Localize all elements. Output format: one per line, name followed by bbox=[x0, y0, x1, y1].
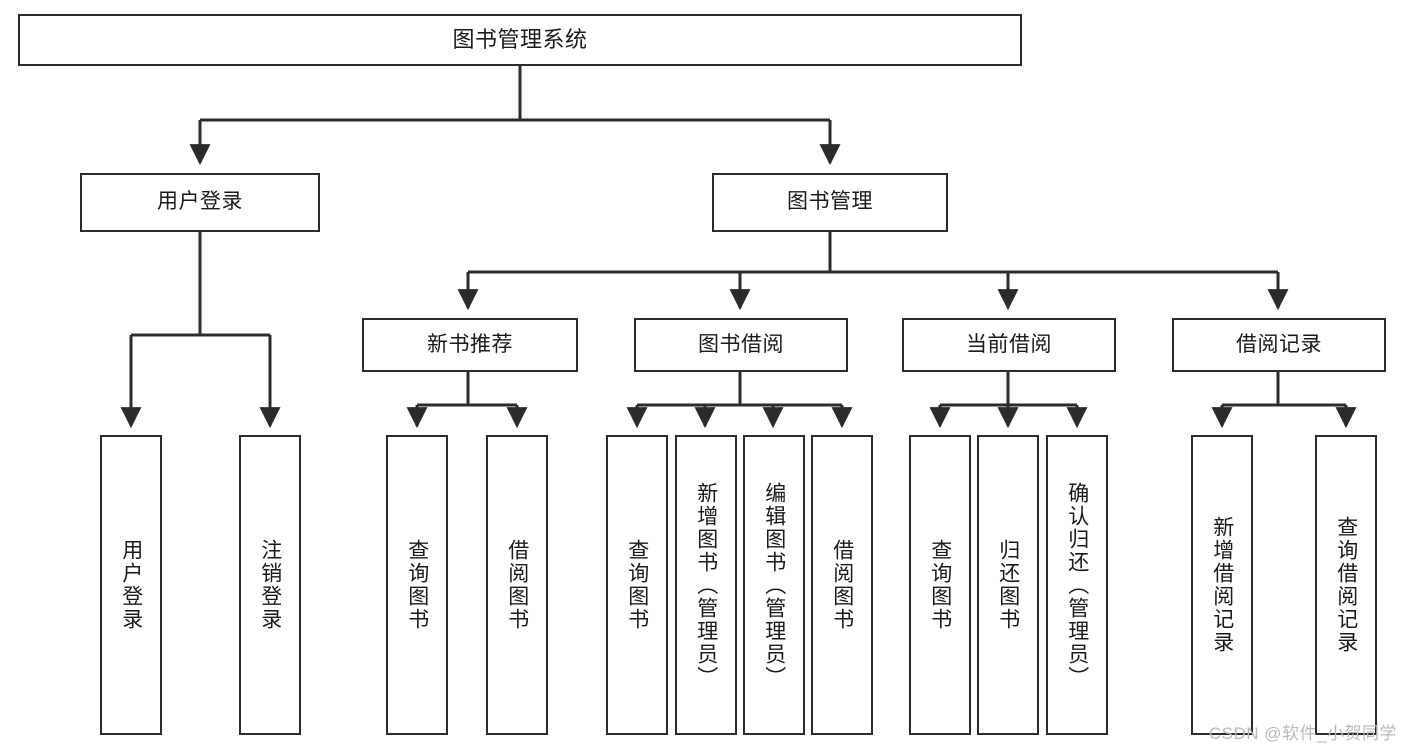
leaf-user-login-login[interactable]: 用户登录 bbox=[100, 435, 162, 735]
node-label: 图书借阅 bbox=[698, 332, 784, 356]
node-label: 编辑图书（管理员） bbox=[762, 481, 786, 689]
node-label: 当前借阅 bbox=[966, 332, 1052, 356]
leaf-current-borrow-query-book[interactable]: 查询图书 bbox=[909, 435, 971, 735]
leaf-book-borrow-query-book[interactable]: 查询图书 bbox=[606, 435, 668, 735]
node-label: 查询借阅记录 bbox=[1334, 516, 1358, 654]
node-label: 图书管理 bbox=[787, 190, 873, 214]
node-label: 新增图书（管理员） bbox=[694, 481, 718, 689]
node-label: 用户登录 bbox=[157, 190, 243, 214]
leaf-new-book-query-book[interactable]: 查询图书 bbox=[386, 435, 448, 735]
leaf-current-borrow-return-book[interactable]: 归还图书 bbox=[977, 435, 1039, 735]
node-current-borrow[interactable]: 当前借阅 bbox=[902, 318, 1116, 372]
leaf-user-login-logout[interactable]: 注销登录 bbox=[239, 435, 301, 735]
node-label: 查询图书 bbox=[405, 539, 429, 631]
node-label: 图书管理系统 bbox=[452, 27, 588, 53]
node-label: 借阅图书 bbox=[830, 539, 854, 631]
leaf-borrow-records-add-record[interactable]: 新增借阅记录 bbox=[1191, 435, 1253, 735]
leaf-borrow-records-query-record[interactable]: 查询借阅记录 bbox=[1315, 435, 1377, 735]
leaf-book-borrow-borrow-book[interactable]: 借阅图书 bbox=[811, 435, 873, 735]
node-new-book-recommend[interactable]: 新书推荐 bbox=[362, 318, 578, 372]
csdn-watermark: CSDN @软件_小贺同学 bbox=[1208, 724, 1397, 743]
node-label: 用户登录 bbox=[119, 539, 143, 631]
node-book-borrow[interactable]: 图书借阅 bbox=[634, 318, 848, 372]
node-label: 确认归还（管理员） bbox=[1065, 481, 1089, 689]
node-label: 注销登录 bbox=[258, 539, 282, 631]
leaf-new-book-borrow-book[interactable]: 借阅图书 bbox=[486, 435, 548, 735]
node-label: 查询图书 bbox=[625, 539, 649, 631]
node-label: 借阅记录 bbox=[1236, 332, 1322, 356]
node-label: 归还图书 bbox=[996, 539, 1020, 631]
node-label: 借阅图书 bbox=[505, 539, 529, 631]
leaf-book-borrow-edit-book-admin[interactable]: 编辑图书（管理员） bbox=[743, 435, 805, 735]
leaf-book-borrow-add-book-admin[interactable]: 新增图书（管理员） bbox=[675, 435, 737, 735]
node-user-login[interactable]: 用户登录 bbox=[80, 173, 320, 232]
node-book-management-system[interactable]: 图书管理系统 bbox=[18, 14, 1022, 66]
node-borrow-records[interactable]: 借阅记录 bbox=[1172, 318, 1386, 372]
node-book-management[interactable]: 图书管理 bbox=[712, 173, 948, 232]
node-label: 查询图书 bbox=[928, 539, 952, 631]
leaf-current-borrow-confirm-return-admin[interactable]: 确认归还（管理员） bbox=[1046, 435, 1108, 735]
node-label: 新增借阅记录 bbox=[1210, 516, 1234, 654]
node-label: 新书推荐 bbox=[427, 332, 513, 356]
